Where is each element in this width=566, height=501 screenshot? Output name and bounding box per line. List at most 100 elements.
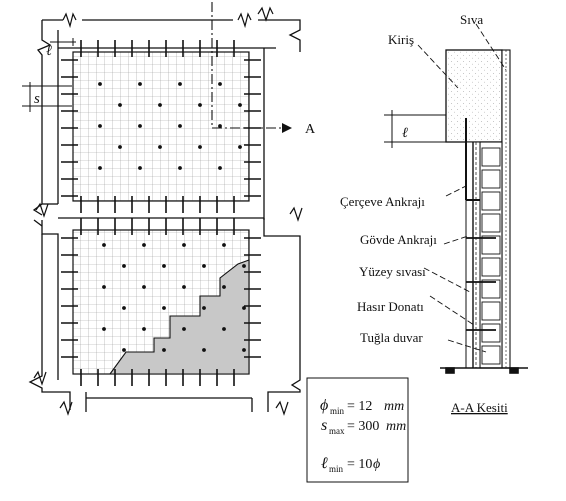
body-anchor-dot <box>182 285 186 289</box>
formula-s-max: s max = 300 mm <box>321 417 406 436</box>
body-anchor-section <box>466 237 496 331</box>
body-anchor-dot <box>198 103 202 107</box>
body-anchor-dot <box>242 264 246 268</box>
body-anchor-dot <box>158 145 162 149</box>
body-anchor-dot <box>178 124 182 128</box>
body-anchors <box>98 82 246 352</box>
body-anchor-dot <box>218 166 222 170</box>
body-anchor-dot <box>138 82 142 86</box>
section-marker-a: A <box>305 122 316 137</box>
plaster-layer <box>501 49 511 369</box>
label-body-anchor: Gövde Ankrajı <box>360 232 437 247</box>
body-anchor-dot <box>98 166 102 170</box>
formula-phi-symbol: ϕ <box>320 397 328 414</box>
body-anchor-dot <box>162 348 166 352</box>
body-anchor-dot <box>118 103 122 107</box>
anchor-spacing-dimension <box>22 82 72 112</box>
body-anchor-dot <box>102 285 106 289</box>
body-anchor-dot <box>198 145 202 149</box>
body-anchor-dot <box>122 264 126 268</box>
label-frame-anchor: Çerçeve Ankrajı <box>340 194 425 209</box>
body-anchor-dot <box>118 145 122 149</box>
surface-plaster-area <box>108 259 250 375</box>
brick-wall <box>479 141 503 369</box>
formula-l-sub: min <box>329 464 344 474</box>
body-anchor-dot <box>222 327 226 331</box>
brick-unit <box>481 323 501 343</box>
body-anchor-dot <box>162 264 166 268</box>
formula-l-symbol: ℓ <box>321 455 328 472</box>
formula-phi-sub: min <box>330 406 345 416</box>
body-anchor-dot <box>182 243 186 247</box>
body-anchor-dot <box>202 348 206 352</box>
body-anchor-dot <box>238 103 242 107</box>
section-anchor-length-dimension <box>384 110 446 148</box>
body-anchor-dot <box>242 306 246 310</box>
lower-frame <box>28 217 301 412</box>
body-anchor-dot <box>98 82 102 86</box>
elevation-view <box>22 2 303 416</box>
section-line-a <box>211 2 292 133</box>
brick-unit <box>481 147 501 167</box>
body-anchor-dot <box>138 166 142 170</box>
body-anchor-dot <box>202 306 206 310</box>
label-beam: Kiriş <box>388 32 414 47</box>
label-plaster: Sıva <box>460 12 483 27</box>
leader-lines <box>417 23 507 353</box>
body-anchor-dot <box>162 306 166 310</box>
body-anchor-dot <box>142 285 146 289</box>
body-anchor-dot <box>102 243 106 247</box>
section-title: A-A Kesiti <box>451 400 508 415</box>
body-anchor-dot <box>222 285 226 289</box>
body-anchor-dot <box>102 327 106 331</box>
brick-unit <box>481 345 501 365</box>
body-anchor-dot <box>218 124 222 128</box>
brick-unit <box>481 279 501 299</box>
brick-unit <box>481 301 501 321</box>
formula-s-rhs: = 300 <box>347 419 379 434</box>
body-anchor-dot <box>178 82 182 86</box>
break-marks <box>33 6 303 416</box>
body-anchor-dot <box>178 166 182 170</box>
beam-block <box>445 49 503 143</box>
formula-l-unit: ϕ <box>373 457 380 472</box>
brick-unit <box>481 169 501 189</box>
brick-unit <box>481 213 501 233</box>
body-anchor-dot <box>122 306 126 310</box>
frame-anchors <box>61 40 261 386</box>
formula-l-min: ℓ min = 10 ϕ <box>321 455 380 474</box>
brick-unit <box>481 235 501 255</box>
section-anchor-length-label: ℓ <box>402 126 408 141</box>
body-anchor-dot <box>218 82 222 86</box>
formula-s-sub: max <box>329 426 345 436</box>
body-anchor-dot <box>138 124 142 128</box>
brick-unit <box>481 191 501 211</box>
label-surface-plaster: Yüzey sıvası <box>359 264 426 279</box>
body-anchor-dot <box>142 327 146 331</box>
body-anchor-dot <box>122 348 126 352</box>
brick-unit <box>481 257 501 277</box>
ground-line <box>440 367 528 374</box>
body-anchor-dot <box>182 327 186 331</box>
body-anchor-dot <box>142 243 146 247</box>
formula-s-unit: mm <box>386 419 406 434</box>
formula-phi-min: ϕ min = 12 mm <box>320 397 404 416</box>
formula-phi-unit: mm <box>384 399 404 414</box>
label-brick-wall: Tuğla duvar <box>360 330 423 345</box>
body-anchor-dot <box>222 243 226 247</box>
upper-frame <box>32 19 301 220</box>
label-mesh-reinforcement: Hasır Donatı <box>357 299 424 314</box>
formula-box <box>306 377 409 483</box>
body-anchor-dot <box>158 103 162 107</box>
anchor-spacing-label: s <box>34 91 40 107</box>
body-anchor-dot <box>202 264 206 268</box>
anchor-length-label: ℓ <box>46 44 52 59</box>
anchor-length-dimension <box>50 38 76 46</box>
formula-l-rhs: = 10 <box>347 457 372 472</box>
body-anchor-dot <box>238 145 242 149</box>
formula-phi-rhs: = 12 <box>347 399 372 414</box>
body-anchor-dot <box>98 124 102 128</box>
body-anchor-dot <box>242 348 246 352</box>
formula-s-symbol: s <box>321 417 327 434</box>
